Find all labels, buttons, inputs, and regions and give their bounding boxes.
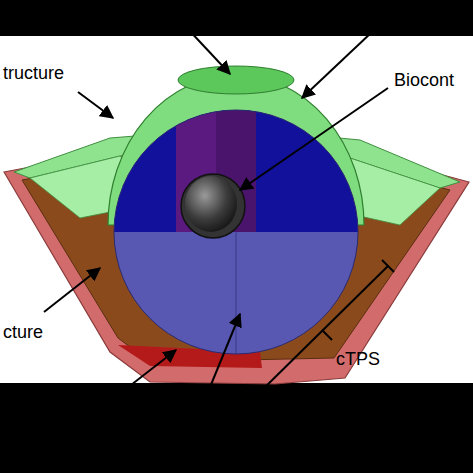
label-holder: cTPS [336,349,380,370]
label-holder: cture [3,322,43,343]
biocontainer [185,176,237,232]
part-label: tructure [3,63,64,84]
dome-cap [178,66,294,94]
top-band [0,0,473,36]
bottom-band [0,383,473,473]
biocontainer-shell [181,174,245,238]
leader-lines [44,12,394,402]
label-holder: tructure [3,63,64,84]
label-holder: Biocont [394,70,454,91]
part-label: Biocont [394,70,454,91]
part-label: cture [3,322,43,343]
part-label: cTPS [336,349,380,370]
